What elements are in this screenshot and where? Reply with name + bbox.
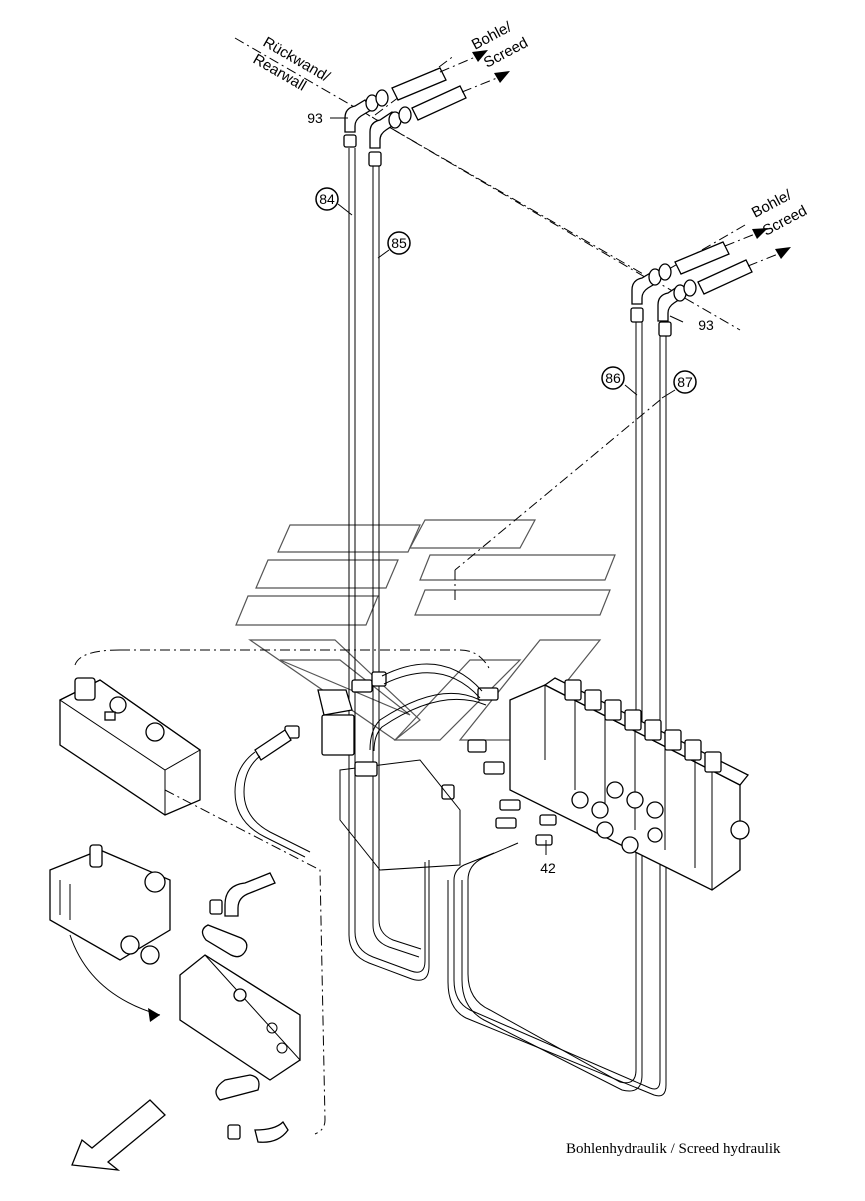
- gear-pump: [179, 872, 301, 1143]
- arrow-to-screed-top: [439, 50, 510, 93]
- pump-assembly: [49, 844, 171, 1022]
- callout-84-text: 84: [319, 191, 335, 207]
- direction-arrow: [71, 1099, 166, 1171]
- diagram-caption: Bohlenhydraulik / Screed hydraulik: [566, 1141, 781, 1157]
- valve-inlet-fittings: [441, 687, 557, 846]
- callout-87: 87: [673, 370, 697, 394]
- callout-93-right: 93: [698, 317, 714, 333]
- rear-wall-fittings: [343, 67, 467, 167]
- control-valve-block: [509, 677, 750, 891]
- callout-42: 42: [540, 860, 556, 876]
- hydraulic-tank: [59, 677, 201, 816]
- arrow-to-screed-right: [724, 228, 791, 267]
- callout-93-top: 93: [307, 110, 323, 126]
- callout-85: 85: [387, 231, 411, 255]
- center-hose-loops: [74, 649, 491, 752]
- callout-86-text: 86: [605, 370, 621, 386]
- callout-87-text: 87: [677, 374, 693, 390]
- hoses-84-85: [348, 148, 430, 981]
- callout-leaders: [330, 117, 684, 855]
- callout-86: 86: [601, 366, 625, 390]
- callout-85-text: 85: [391, 235, 407, 251]
- callout-84: 84: [315, 187, 339, 211]
- return-line: [164, 751, 326, 1135]
- screed-fittings-right: [630, 241, 753, 337]
- hoses-86-87: [447, 322, 667, 1097]
